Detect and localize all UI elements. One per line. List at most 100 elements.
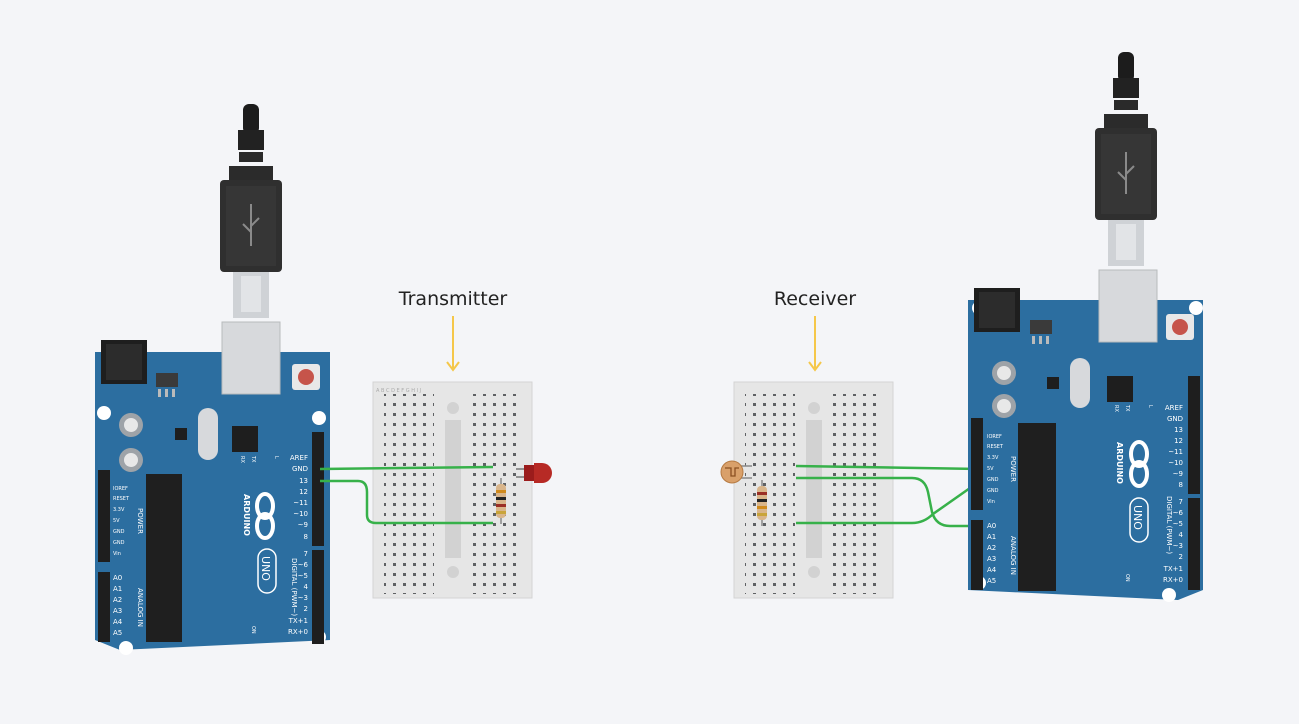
resistor-receiver[interactable] [757,480,767,526]
svg-text:~10: ~10 [1168,459,1183,467]
svg-text:RESET: RESET [113,496,130,502]
svg-text:A5: A5 [113,629,122,637]
svg-text:A3: A3 [113,607,122,615]
svg-text:A0: A0 [113,574,122,582]
svg-text:A2: A2 [113,596,122,604]
svg-text:IOREF: IOREF [113,486,128,492]
svg-text:A1: A1 [113,585,122,593]
atmega-chip-left [146,474,182,642]
analog-pin-labels-left: A0 A1 A2 A3 A4 A5 [113,574,123,637]
svg-text:~6: ~6 [1173,509,1184,517]
svg-text:3.3V: 3.3V [113,507,125,513]
digital-pin-labels-left: AREF GND 13 12 ~11 ~10 ~9 8 7 ~6 ~5 4 ~3… [288,454,309,636]
svg-text:~11: ~11 [293,499,308,507]
arduino-uno-transmitter[interactable]: AREF GND 13 12 ~11 ~10 ~9 8 7 ~6 ~5 4 ~3… [95,103,330,655]
svg-text:7: 7 [304,550,308,558]
svg-text:GND: GND [292,465,308,473]
power-header-label-right: POWER [1009,456,1017,482]
svg-text:Vin: Vin [113,551,121,557]
model-label-left: UNO [259,556,272,581]
svg-text:~10: ~10 [293,510,308,518]
svg-text:A0: A0 [987,522,996,530]
receiver-arrow [808,316,822,372]
arduino-logo-left [255,492,275,540]
svg-text:GND: GND [987,477,999,483]
svg-text:L: L [1147,405,1153,408]
red-led[interactable] [516,463,552,483]
on-label-left: ON [250,626,256,634]
usb-cable-right[interactable] [1094,51,1158,267]
wires-transmitter[interactable] [319,465,494,525]
svg-text:~9: ~9 [298,521,308,529]
svg-text:GND: GND [987,488,999,494]
power-pin-labels-left: IOREF RESET 3.3V 5V GND GND Vin [113,486,130,557]
wires-receiver[interactable] [795,464,981,528]
svg-text:2: 2 [1179,553,1183,561]
analog-pin-labels-right: A0 A1 A2 A3 A4 A5 [987,522,997,585]
analog-header-label-right: ANALOG IN [1009,536,1017,575]
svg-text:13: 13 [299,477,308,485]
svg-text:~3: ~3 [298,594,308,602]
svg-text:~5: ~5 [1173,520,1183,528]
svg-text:~9: ~9 [1173,470,1183,478]
svg-text:8: 8 [304,533,308,541]
svg-text:12: 12 [299,488,308,496]
digital-pin-labels-right: AREF GND 13 12 ~11 ~10 ~9 8 7 ~6 ~5 4 ~3… [1163,404,1184,584]
svg-text:Vin: Vin [987,499,995,505]
svg-text:8: 8 [1179,481,1183,489]
model-label-right: UNO [1131,505,1144,530]
usb-cable-left[interactable] [219,103,283,319]
svg-text:A B C D E F G H I J: A B C D E F G H I J [376,388,421,394]
svg-text:IOREF: IOREF [987,434,1002,440]
digital-header-label-left: DIGITAL (PWM~) [290,558,298,616]
digital-header-label-right: DIGITAL (PWM~) [1165,496,1173,554]
svg-text:A4: A4 [987,566,997,574]
brand-label-right: ARDUINO [1115,442,1124,484]
svg-text:TX+1: TX+1 [288,617,308,625]
transmitter-label: Transmitter [398,288,508,310]
svg-text:GND: GND [1167,415,1183,423]
svg-text:RX: RX [239,456,245,463]
svg-text:13: 13 [1174,426,1183,434]
analog-header-label-left: ANALOG IN [136,588,144,627]
svg-text:4: 4 [304,583,309,591]
svg-text:2: 2 [304,605,308,613]
svg-text:5V: 5V [113,518,120,524]
svg-text:A2: A2 [987,544,996,552]
transmitter-arrow [446,316,460,372]
svg-text:3.3V: 3.3V [987,455,999,461]
power-header-label-left: POWER [136,508,144,534]
svg-text:12: 12 [1174,437,1183,445]
svg-text:~6: ~6 [298,561,309,569]
svg-text:7: 7 [1179,498,1183,506]
photoresistor[interactable] [720,460,752,484]
svg-text:A1: A1 [987,533,996,541]
svg-text:~11: ~11 [1168,448,1183,456]
breadboard-transmitter[interactable]: A B C D E F G H I J [372,381,533,599]
brand-label-left: ARDUINO [242,494,251,536]
arduino-uno-receiver[interactable]: AREF GND 13 12 ~11 ~10 ~9 8 7 ~6 ~5 4 ~3… [968,51,1203,602]
svg-text:RESET: RESET [987,444,1004,450]
svg-text:AREF: AREF [1165,404,1183,412]
receiver-label: Receiver [774,288,856,310]
svg-text:RX+0: RX+0 [288,628,308,636]
power-pin-labels-right: IOREF RESET 3.3V 5V GND GND Vin [987,434,1004,505]
svg-text:5V: 5V [987,466,994,472]
svg-text:GND: GND [113,540,125,546]
svg-text:TX: TX [1124,404,1130,412]
svg-text:TX: TX [250,455,256,463]
svg-text:GND: GND [113,529,125,535]
svg-text:A3: A3 [987,555,996,563]
svg-text:~5: ~5 [298,572,308,580]
svg-text:~3: ~3 [1173,542,1183,550]
svg-text:L: L [273,456,279,459]
resistor-transmitter[interactable] [496,478,506,524]
svg-text:A5: A5 [987,577,996,585]
on-label-right: ON [1124,574,1130,582]
arduino-logo-right [1129,440,1149,488]
atmega-chip-right [1018,423,1056,591]
svg-text:A4: A4 [113,618,123,626]
svg-text:RX+0: RX+0 [1163,576,1183,584]
svg-text:AREF: AREF [290,454,308,462]
